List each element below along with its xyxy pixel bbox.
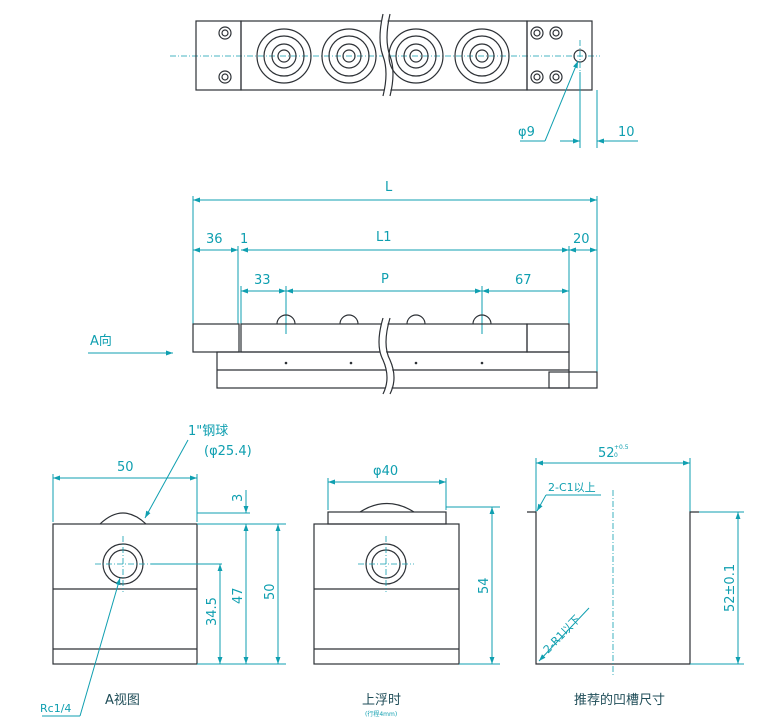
groove-view-title: 推荐的凹槽尺寸 [574,692,665,708]
hole-offset-label: 10 [618,125,635,140]
groove-view: 52 +0.5 0 2-C1以上 2-R1以下 52±0.1 推荐的凹槽尺寸 [527,444,744,708]
view-a-height-label: 50 [263,583,278,600]
length-l-label: L [385,180,393,195]
groove-height-label: 52±0.1 [723,564,738,612]
float-view: φ40 54 上浮时 (行程4mm) [313,464,500,718]
side-view: L 36 1 L1 20 33 P 67 [88,180,598,396]
length-l1-label: L1 [376,230,392,245]
bolt-icon [218,26,563,84]
dim-36-label: 36 [206,232,223,247]
float-dia-label: φ40 [373,464,398,479]
groove-width-tol-lower: 0 [614,452,618,459]
view-a-title: A视图 [105,693,140,708]
top-view: φ9 10 [170,13,638,148]
ball-size-label: (φ25.4) [204,444,252,459]
h345-label: 34.5 [205,597,220,626]
ball-unit-icon [256,28,510,84]
dim-20-label: 20 [573,232,590,247]
hole-diameter-label: φ9 [518,125,535,140]
radius-label: 2-R1以下 [541,613,583,656]
dim-67-label: 67 [515,273,532,288]
view-a: 50 1"钢球 (φ25.4) 34.5 47 3 50 Rc1/4 A视图 [40,424,286,717]
float-view-subtitle: (行程4mm) [365,710,397,718]
pitch-p-label: P [381,272,389,287]
chamfer-label: 2-C1以上 [548,481,596,494]
ball-label: 1"钢球 [188,424,228,439]
dim-1-label: 1 [240,232,248,247]
groove-width-tol-upper: +0.5 [614,444,629,451]
view-a-width-label: 50 [117,460,134,475]
dim-33-label: 33 [254,273,271,288]
groove-width-label: 52 [598,446,615,461]
direction-a-label: A向 [90,333,112,349]
port-label: Rc1/4 [40,702,71,715]
float-view-title: 上浮时 [362,693,401,708]
h47-label: 47 [231,587,246,604]
float-height-label: 54 [477,577,492,594]
h3-label: 3 [231,494,246,502]
